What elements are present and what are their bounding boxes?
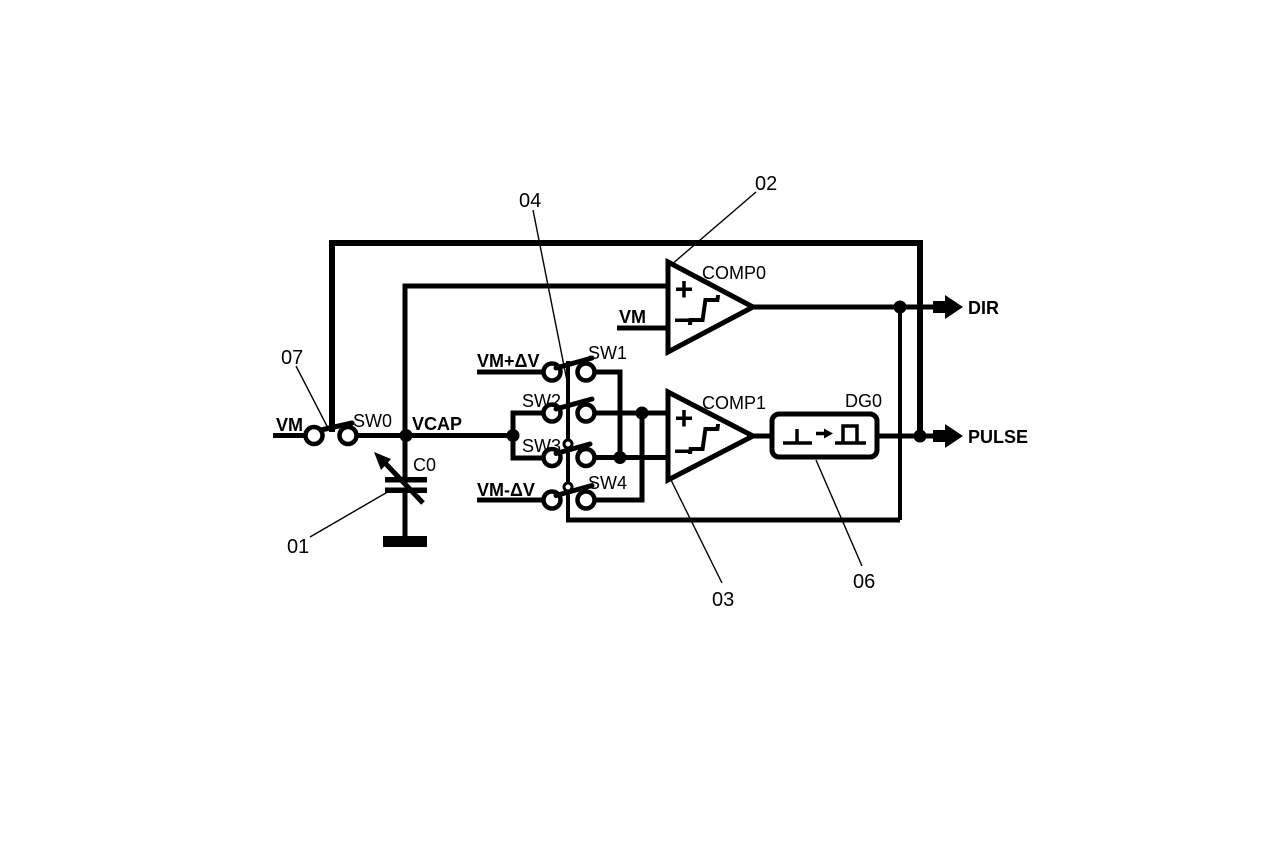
leader-01 bbox=[309, 489, 392, 538]
sw1-output-wire bbox=[594, 369, 623, 458]
sw3-label: SW3 bbox=[522, 436, 561, 456]
variable-capacitor-arrow-head bbox=[374, 452, 391, 470]
comp0-hysteresis-icon bbox=[687, 295, 721, 325]
vcap-junction-dot bbox=[399, 429, 413, 442]
comp0-label: COMP0 bbox=[702, 263, 766, 283]
ref-03: 03 bbox=[712, 589, 734, 611]
sw2-label: SW2 bbox=[522, 391, 561, 411]
switch-sw4 bbox=[541, 481, 597, 511]
sw0-label: SW0 bbox=[353, 411, 392, 431]
dg0-label: DG0 bbox=[845, 391, 882, 411]
ref-07: 07 bbox=[281, 347, 303, 369]
vcap-label: VCAP bbox=[412, 414, 462, 434]
capacitor-bottom-plate bbox=[385, 487, 427, 493]
impulse-icon bbox=[783, 429, 812, 445]
sw4-contact-right bbox=[575, 489, 597, 511]
pulse-wave-icon bbox=[835, 424, 866, 445]
comp0-triangle bbox=[665, 257, 759, 357]
dir-junction-dot bbox=[893, 300, 907, 314]
sw4-output-wire bbox=[594, 413, 645, 503]
comp1-plus-sign: + bbox=[675, 400, 694, 436]
vm-plus-delta-label: VM+ΔV bbox=[477, 351, 539, 371]
comp0-plus-sign: + bbox=[675, 271, 694, 307]
leader-06 bbox=[815, 459, 863, 567]
vcap-to-comp0-wire bbox=[402, 283, 668, 436]
pulse-junction-dot bbox=[913, 429, 927, 443]
c0-label: C0 bbox=[413, 455, 436, 475]
sw3-contact-right bbox=[575, 446, 597, 469]
vm-minus-delta-label: VM-ΔV bbox=[477, 480, 535, 500]
outer-feedback-loop-wire bbox=[329, 240, 923, 436]
sw4-lever bbox=[553, 483, 595, 498]
comp0-minus-sign: − bbox=[674, 302, 693, 338]
pulse-port-arrow-icon bbox=[933, 424, 963, 448]
sw2-contact-right bbox=[575, 402, 597, 424]
sw3-lever bbox=[553, 441, 593, 456]
switch-sw0 bbox=[303, 420, 359, 447]
leader-07 bbox=[295, 365, 330, 431]
arrow-right-head-icon bbox=[824, 428, 833, 439]
vm-input-label: VM bbox=[276, 415, 303, 435]
variable-capacitor-arrow-shaft bbox=[384, 462, 425, 505]
vm-comp0-ref-label: VM bbox=[619, 307, 646, 327]
comp1-plus-junction-dot bbox=[635, 406, 649, 420]
comp1-hysteresis-icon bbox=[687, 424, 721, 454]
leader-02 bbox=[670, 191, 757, 266]
pulse-output-label: PULSE bbox=[968, 427, 1028, 447]
sw1-contact-right bbox=[575, 361, 597, 383]
switch-sw1 bbox=[541, 355, 597, 383]
capacitor-top-plate bbox=[385, 477, 427, 483]
dir-port-arrow-icon bbox=[933, 295, 963, 319]
comp1-triangle bbox=[665, 387, 759, 485]
comp1-label: COMP1 bbox=[702, 393, 766, 413]
sw0-contact-left bbox=[303, 424, 325, 447]
sw3-linkage-pivot bbox=[562, 438, 574, 450]
switch-sw2 bbox=[541, 396, 597, 424]
ground-bar-icon bbox=[383, 536, 427, 547]
sw1-lever bbox=[553, 355, 595, 371]
dir-output-label: DIR bbox=[968, 298, 999, 318]
sw4-label: SW4 bbox=[588, 473, 627, 493]
comp1-minus-sign: − bbox=[674, 433, 693, 469]
delay-generator-dg0 bbox=[769, 411, 880, 460]
ref-04: 04 bbox=[519, 190, 541, 212]
leader-04 bbox=[532, 209, 569, 387]
comp1-minus-junction-dot bbox=[613, 451, 627, 464]
sw0-lever bbox=[318, 420, 355, 433]
comparator-comp0: + − bbox=[665, 257, 759, 357]
ref-02: 02 bbox=[755, 173, 777, 195]
sw0-contact-right bbox=[337, 424, 359, 447]
branch-junction-dot bbox=[506, 429, 520, 442]
sw4-linkage-pivot bbox=[562, 481, 574, 493]
switch-sw3 bbox=[541, 438, 597, 469]
sw1-label: SW1 bbox=[588, 343, 627, 363]
leader-03 bbox=[670, 479, 723, 584]
ref-06: 06 bbox=[853, 571, 875, 593]
comparator-comp1: + − bbox=[665, 387, 759, 485]
ref-01: 01 bbox=[287, 536, 309, 558]
sw2-lever bbox=[553, 396, 595, 412]
